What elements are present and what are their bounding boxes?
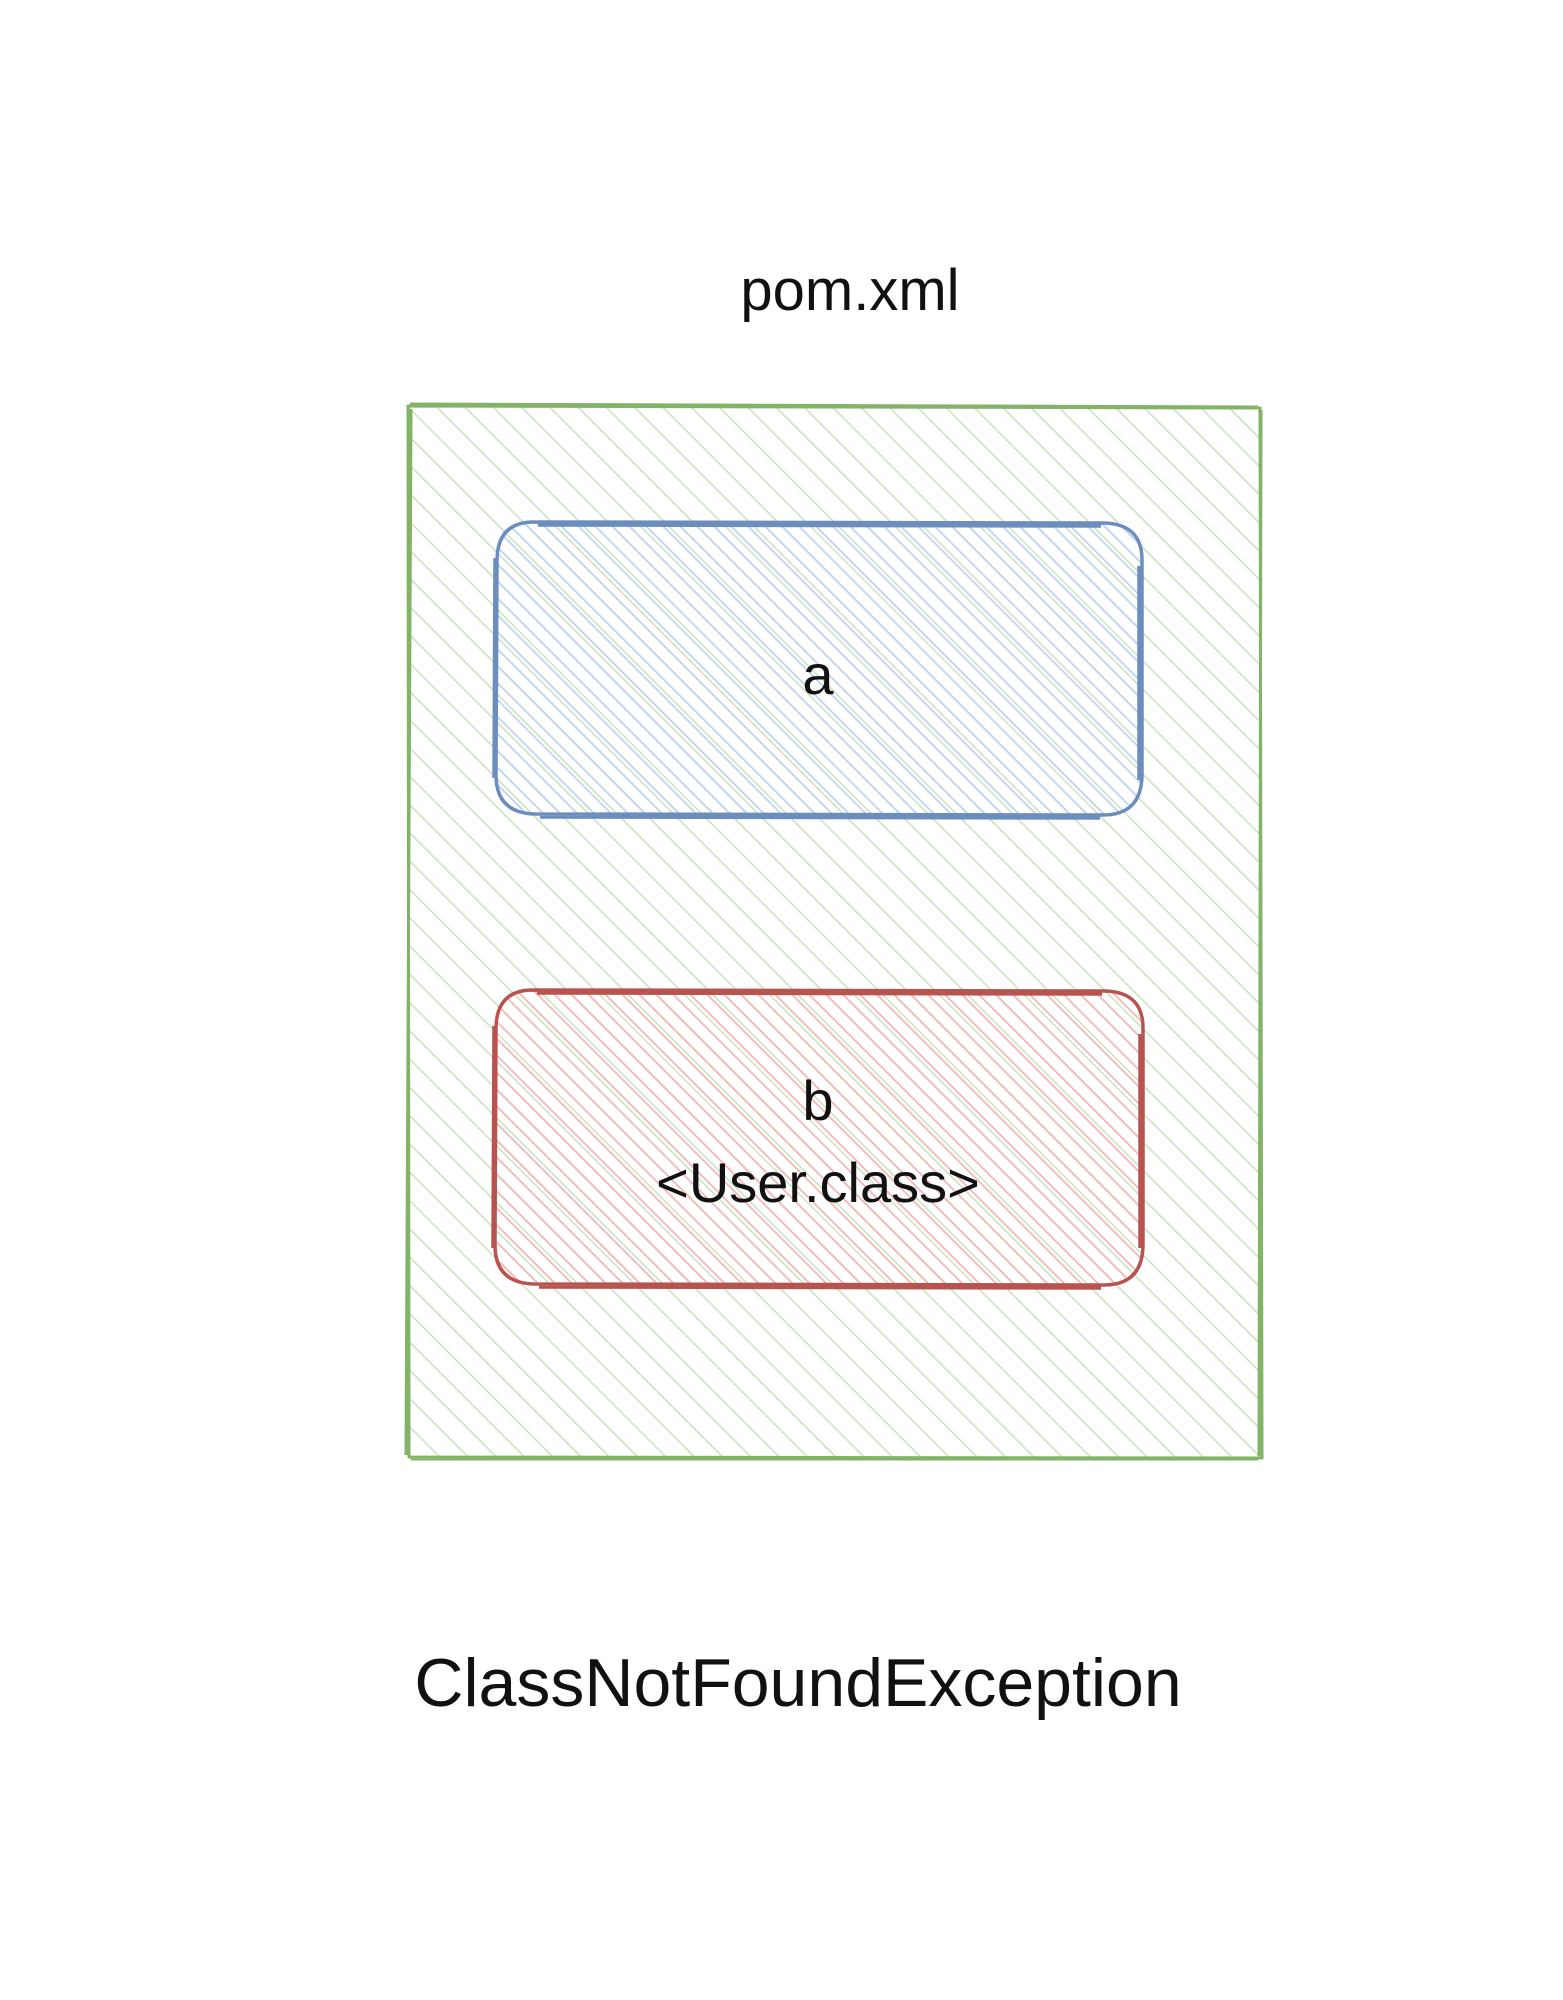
- module-a-label: a: [802, 643, 834, 706]
- module-a-box: a: [492, 520, 1144, 820]
- module-b-label-line1: b: [802, 1069, 833, 1132]
- diagram-title: pom.xml: [740, 258, 959, 323]
- module-b-outline: [491, 988, 1145, 1290]
- exception-caption: ClassNotFoundException: [414, 1645, 1181, 1721]
- module-b-label-line2: <User.class>: [656, 1151, 980, 1214]
- module-b-box: b <User.class>: [491, 988, 1145, 1290]
- container-outline: [404, 402, 1264, 1461]
- module-a-outline: [492, 520, 1144, 820]
